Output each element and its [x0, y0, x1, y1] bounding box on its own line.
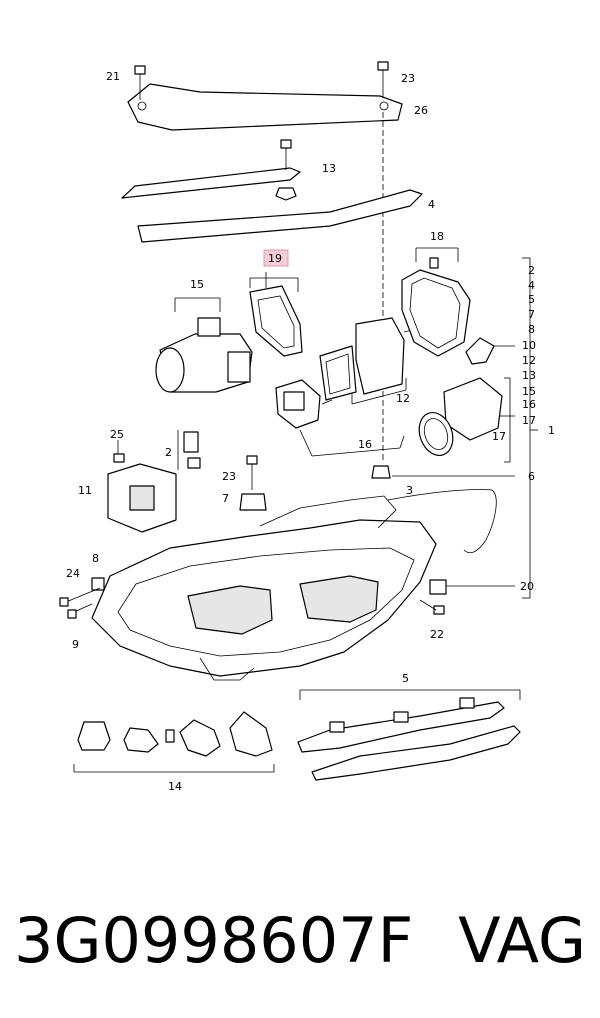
callout-6: 6: [528, 470, 535, 483]
list-17: 17: [522, 414, 536, 427]
bracket-20: [429, 579, 515, 595]
callout-1: 1: [548, 424, 555, 437]
exploded-parts-diagram: 21 23 26 13 4 18 19 15 12 16 25 2 23 7 1…: [59, 61, 555, 793]
mounting-bracket-26: [127, 83, 403, 131]
list-12: 12: [522, 354, 536, 367]
repair-brackets-14: [73, 711, 275, 773]
clip-2: [177, 430, 201, 470]
callout-21: 21: [106, 70, 120, 83]
cover-19: [249, 272, 303, 357]
callout-3: 3: [406, 484, 413, 497]
list-5: 5: [528, 293, 535, 306]
brand-name: VAG: [458, 903, 586, 977]
bolt-21: [134, 65, 146, 100]
projector-module-15: [155, 297, 253, 393]
bolt-23-top: [377, 61, 389, 98]
list-16: 16: [522, 398, 536, 411]
housing-cover-18: [401, 247, 471, 357]
callout-5: 5: [402, 672, 409, 685]
list-15: 15: [522, 385, 536, 398]
list-10: 10: [522, 339, 536, 352]
list-17b: 17: [492, 430, 506, 443]
headlight-housing-1: [91, 495, 437, 681]
callout-15: 15: [190, 278, 204, 291]
bolt-22: [419, 599, 445, 615]
turn-module-17: [418, 377, 515, 456]
callout-23-lower: 23: [222, 470, 236, 483]
callout-24: 24: [66, 567, 80, 580]
trim-strip-4: [137, 189, 423, 243]
highlight-box-19: [263, 249, 289, 267]
callout-13: 13: [322, 162, 336, 175]
caption: 3G0998607F VAG: [0, 890, 600, 990]
callout-11: 11: [78, 484, 92, 497]
callout-18: 18: [430, 230, 444, 243]
callout-9: 9: [72, 638, 79, 651]
seal-cord-3: [387, 489, 497, 554]
callout-labels: 21 23 26 13 4 18 19 15 12 16 25 2 23 7 1…: [66, 70, 555, 793]
callout-20: 20: [520, 580, 534, 593]
callout-26: 26: [414, 104, 428, 117]
callout-14: 14: [168, 780, 182, 793]
led-module-16: [275, 379, 405, 457]
callout-16: 16: [358, 438, 372, 451]
list-13: 13: [522, 369, 536, 382]
part-number: 3G0998607F: [14, 903, 414, 977]
callout-8: 8: [92, 552, 99, 565]
bracket-lines: [504, 257, 538, 599]
callout-19: 19: [268, 252, 282, 265]
lower-trim-5: [297, 689, 521, 781]
control-unit-11: [107, 440, 177, 533]
callout-7: 7: [222, 492, 229, 505]
callout-4: 4: [428, 198, 435, 211]
callout-12: 12: [396, 392, 410, 405]
seal-6: [371, 465, 515, 479]
callout-23: 23: [401, 72, 415, 85]
bulb-socket-10: [465, 337, 515, 365]
callout-22: 22: [430, 628, 444, 641]
list-7: 7: [528, 308, 535, 321]
fan-assembly-12: [319, 317, 413, 405]
adjuster-7: [239, 455, 267, 511]
list-2: 2: [528, 264, 535, 277]
list-8: 8: [528, 323, 535, 336]
callout-2: 2: [165, 446, 172, 459]
callout-25: 25: [110, 428, 124, 441]
bolts-left: [59, 577, 105, 619]
list-4: 4: [528, 279, 535, 292]
trim-strip-13: [121, 139, 301, 201]
